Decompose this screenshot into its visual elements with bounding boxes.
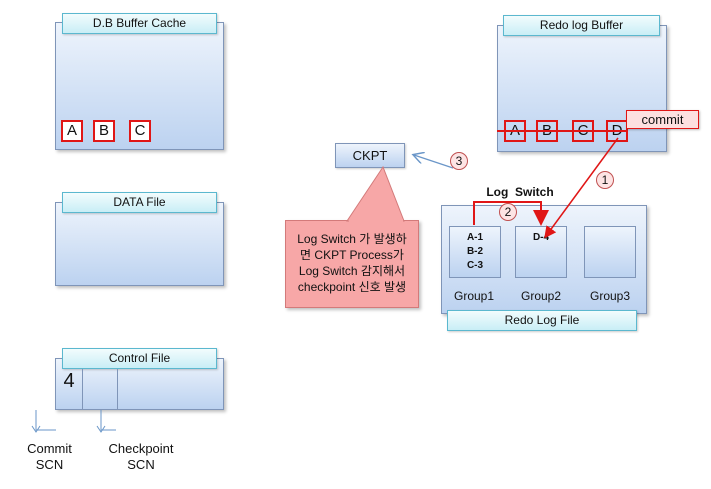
- commit-scn-arrowhead: [31, 425, 41, 433]
- redo-group-3-box: [584, 226, 636, 278]
- data-file-title: DATA File: [62, 192, 217, 213]
- buffer-block-c: C: [129, 120, 151, 142]
- buffer-block-b: B: [93, 120, 115, 142]
- step-2-circle: 2: [499, 203, 517, 221]
- redo-group-3-label: Group3: [589, 289, 631, 303]
- data-file-panel: [55, 202, 224, 286]
- control-file-divider-1: [82, 369, 83, 409]
- step-1-circle: 1: [596, 171, 614, 189]
- buffer-block-a: A: [61, 120, 83, 142]
- ckpt-process-box: CKPT: [335, 143, 405, 168]
- callout-pointer-seam: [349, 219, 403, 222]
- log-switch-callout: Log Switch 가 발생하 면 CKPT Process가 Log Swi…: [285, 220, 419, 308]
- control-file-divider-2: [117, 369, 118, 409]
- arrow-commit-to-group2: [544, 137, 619, 239]
- callout-pointer: [346, 165, 405, 222]
- redo-group-2-box: [515, 226, 567, 278]
- checkpoint-scn-label: Checkpoint SCN: [108, 441, 174, 472]
- redo-group-1-box: [449, 226, 501, 278]
- redo-group-1-label: Group1: [453, 289, 495, 303]
- redo-group-1-content: A-1 B-2 C-3: [466, 232, 484, 271]
- control-file-title: Control File: [62, 348, 217, 369]
- commit-scn-label: Commit SCN: [27, 441, 72, 472]
- control-file-scn-value: 4: [63, 370, 75, 392]
- step-3-circle: 3: [450, 152, 468, 170]
- redo-group-2-content: D-4: [532, 232, 550, 243]
- log-switch-label: Log Switch: [486, 185, 554, 199]
- redo-group-2-label: Group2: [520, 289, 562, 303]
- redo-log-file-title: Redo Log File: [447, 310, 637, 331]
- checkpoint-scn-arrowhead: [96, 425, 106, 433]
- arrow-to-ckpt: [414, 155, 454, 169]
- commit-scn-arrow: [35, 410, 56, 431]
- redo-log-buffer-title: Redo log Buffer: [503, 15, 660, 36]
- commit-tag: commit: [626, 110, 699, 129]
- log-switch-bracket: [473, 201, 549, 226]
- checkpoint-scn-arrow: [100, 410, 116, 431]
- db-buffer-cache-title: D.B Buffer Cache: [62, 13, 217, 34]
